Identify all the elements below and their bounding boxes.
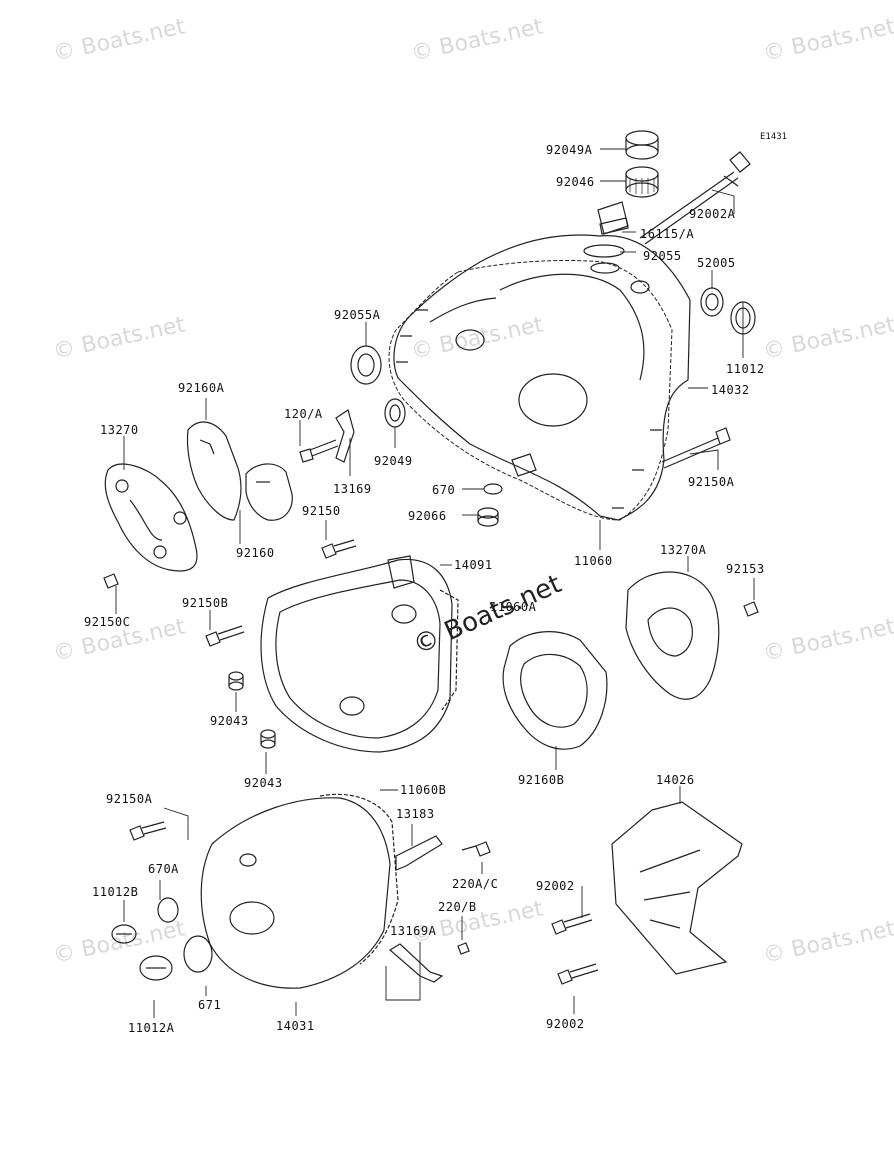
part-label[interactable]: 92055A: [334, 308, 381, 322]
plug-16115-drawing: [597, 201, 629, 235]
cover-92160b-drawing: [502, 631, 608, 750]
part-label[interactable]: 14026: [656, 773, 695, 787]
part-label[interactable]: 92049: [374, 454, 413, 468]
cover-92160-drawing: [245, 463, 293, 521]
part-label[interactable]: 92150A: [106, 792, 153, 806]
bolt-220b-drawing: [457, 942, 470, 955]
cover-92160a-drawing: [186, 421, 242, 521]
part-label[interactable]: 92002A: [689, 207, 736, 221]
part-label[interactable]: 92043: [210, 714, 249, 728]
part-label[interactable]: 11012A: [128, 1021, 175, 1035]
part-label[interactable]: 14032: [711, 383, 750, 397]
part-label[interactable]: 92150A: [688, 475, 735, 489]
part-label[interactable]: 13270A: [660, 543, 707, 557]
plate-13270a-drawing: [625, 571, 720, 700]
bolt-92002a-drawing: [639, 151, 751, 245]
bolt-92002-drawing: [551, 913, 599, 985]
seal-92049a-drawing: [625, 130, 659, 160]
part-label[interactable]: 220A/C: [452, 877, 499, 891]
crankcase-cover-14032-drawing: [393, 234, 691, 521]
oring-670a-drawing: [157, 897, 179, 923]
bolt-92150-drawing: [321, 539, 357, 559]
guide-13169a-drawing: [388, 943, 444, 983]
part-label[interactable]: 11060A: [490, 600, 537, 614]
clutch-cover-14091-drawing: [260, 555, 453, 753]
part-label[interactable]: 92150: [302, 504, 341, 518]
part-label[interactable]: 92160B: [518, 773, 565, 787]
part-label[interactable]: 11060B: [400, 783, 447, 797]
part-label[interactable]: 92066: [408, 509, 447, 523]
gasket-11060b-drawing: [319, 793, 399, 965]
magneto-cover-14031-drawing: [200, 797, 391, 989]
gasket-11060a-drawing: [439, 589, 459, 711]
part-label[interactable]: 92055: [643, 249, 682, 263]
bolt-92150a-drawing: [661, 427, 731, 469]
part-label[interactable]: 13169A: [390, 924, 437, 938]
part-label[interactable]: 52005: [697, 256, 736, 270]
gasket-11060-drawing: [388, 259, 673, 521]
part-label[interactable]: 671: [198, 998, 222, 1012]
seal-92055a-drawing: [350, 345, 382, 385]
oring-671-drawing: [183, 935, 213, 973]
seal-92049-drawing: [384, 398, 406, 428]
part-label[interactable]: 11060: [574, 554, 613, 568]
part-label[interactable]: 16115/A: [640, 227, 695, 241]
part-label[interactable]: 92002: [546, 1017, 585, 1031]
part-label[interactable]: 92002: [536, 879, 575, 893]
bolt-92150a-lower-drawing: [129, 821, 167, 841]
part-label[interactable]: 14091: [454, 558, 493, 572]
oring-92055-drawing: [583, 244, 625, 258]
bolt-92153-drawing: [743, 601, 759, 617]
part-label[interactable]: 670: [432, 483, 456, 497]
plug-11012b-drawing: [111, 924, 137, 944]
bracket-13183-drawing: [395, 835, 443, 871]
part-label[interactable]: 92153: [726, 562, 765, 576]
seal-52005-drawing: [700, 287, 724, 317]
plug-92066-drawing: [477, 507, 499, 527]
part-label[interactable]: 13270: [100, 423, 139, 437]
part-label[interactable]: 11012: [726, 362, 765, 376]
bracket-13169-drawing: [335, 409, 355, 463]
diagram-tag: E1431: [760, 132, 788, 142]
part-label[interactable]: 92043: [244, 776, 283, 790]
part-label[interactable]: 92150B: [182, 596, 229, 610]
part-label[interactable]: 92049A: [546, 143, 593, 157]
part-label[interactable]: 14031: [276, 1019, 315, 1033]
part-label[interactable]: 120/A: [284, 407, 323, 421]
dowel-92043-drawing: [228, 671, 276, 749]
part-label[interactable]: 92160: [236, 546, 275, 560]
part-label[interactable]: 13169: [333, 482, 372, 496]
part-label[interactable]: 92150C: [84, 615, 131, 629]
bolt-120a-drawing: [299, 439, 339, 463]
part-label[interactable]: 11012B: [92, 885, 139, 899]
bolt-92150b-drawing: [205, 625, 245, 647]
part-label[interactable]: 220/B: [438, 900, 477, 914]
leader-lines: [115, 148, 755, 1018]
part-label[interactable]: 13183: [396, 807, 435, 821]
bolt-92150c-drawing: [103, 573, 119, 589]
plate-13270-drawing: [104, 463, 198, 572]
plug-11012a-drawing: [139, 955, 173, 981]
guard-14026-drawing: [611, 801, 743, 975]
part-label[interactable]: 92160A: [178, 381, 225, 395]
bearing-92046-drawing: [625, 166, 659, 198]
part-label[interactable]: 92046: [556, 175, 595, 189]
oring-670-drawing: [483, 483, 503, 495]
part-label[interactable]: 670A: [148, 862, 179, 876]
bolt-220ac-drawing: [461, 841, 491, 857]
